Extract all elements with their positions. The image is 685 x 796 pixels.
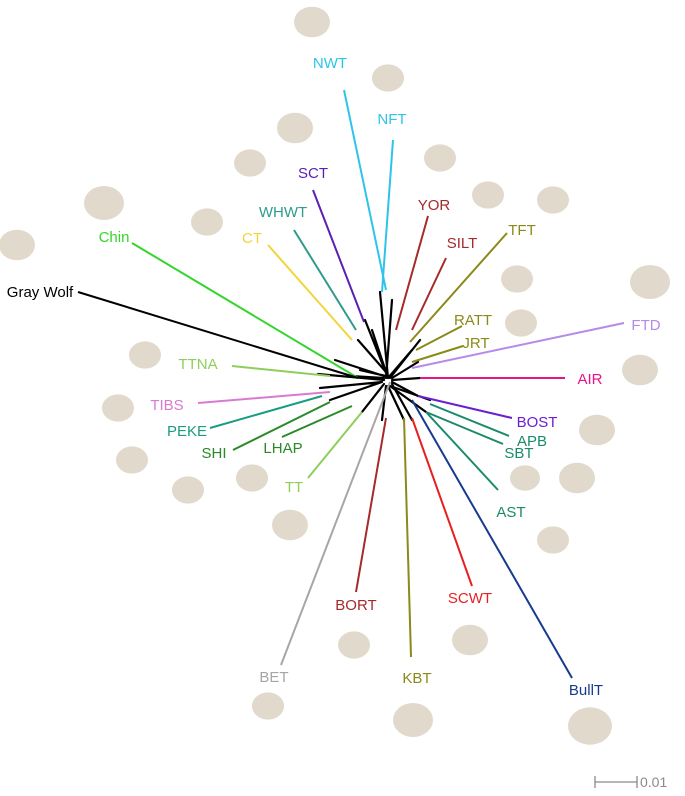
taxon-label-nft: NFT [377,111,406,128]
dog-photo-icon [102,394,134,422]
taxon-label-whwt: WHWT [259,204,307,221]
taxon-label-silt: SILT [447,235,478,252]
dog-photo-icon [277,112,313,144]
taxon-label-ct: CT [242,230,262,247]
dog-photo-icon [630,265,670,299]
dog-photo-icon [272,509,308,541]
branch-ratt [415,325,463,351]
dog-photo-icon [622,354,658,386]
dog-photo-icon [0,229,35,261]
taxon-label-graywolf: Gray Wolf [7,284,74,301]
taxon-label-ttna: TTNA [178,356,217,373]
branch-ast [425,411,499,491]
branch-ftd [411,322,625,369]
tree-backbone [316,290,432,422]
dog-photo-icon [84,186,124,220]
taxon-label-jrt: JRT [462,335,489,352]
branch-bullt [411,399,573,679]
taxon-label-yor: YOR [418,197,451,214]
taxon-label-shi: SHI [201,445,226,462]
branch-nwt [343,89,387,291]
dog-photo-icon [252,692,284,720]
taxon-label-apb: APB [517,433,547,450]
dog-photo-icon [236,464,268,492]
dog-photo-icon [579,414,615,446]
taxon-label-ast: AST [496,504,525,521]
dog-photo-icon [172,476,204,504]
branch-kbt [403,417,412,658]
branch-peke [209,395,323,429]
branch-ct [267,244,353,341]
taxon-label-bost: BOST [517,414,558,431]
dog-photo-icon [393,703,433,737]
dog-photo-icon [505,309,537,337]
dog-photo-icon [234,149,266,177]
taxon-label-tft: TFT [508,222,536,239]
tree-branches [77,89,625,679]
taxon-label-sbt: SBT [504,445,533,462]
branch-sct [312,189,365,323]
dog-photo-icon [452,624,488,656]
dog-photo-icon [372,64,404,92]
scale-bar-label: 0.01 [640,774,667,790]
taxon-label-bullt: BullT [569,682,603,699]
branch-scwt [411,417,473,587]
taxon-label-tt: TT [285,479,303,496]
dog-photo-icon [116,446,148,474]
taxon-label-ratt: RATT [454,312,492,329]
dog-photo-icon [559,462,595,494]
dog-photo-placeholders [0,6,670,745]
branch-silt [411,257,447,331]
dog-photo-icon [338,631,370,659]
dog-photo-icon [424,144,456,172]
taxon-label-nwt: NWT [313,55,347,72]
branch-shi [232,401,331,451]
dog-photo-icon [294,6,330,38]
branch-tibs [197,391,331,404]
branch-lhap [281,405,353,438]
branch-apb [429,403,510,437]
branch-yor [395,215,429,331]
branch-nft [381,139,394,293]
taxon-label-air: AIR [577,371,602,388]
branch-whwt [293,229,357,331]
branch-bort [355,417,387,593]
dog-photo-icon [537,186,569,214]
dog-photo-icon [568,707,612,745]
dog-photo-icon [472,181,504,209]
taxon-label-bet: BET [259,669,288,686]
branch-chin [131,242,359,379]
branch-tft [409,232,508,343]
dog-photo-icon [537,526,569,554]
branch-bet [280,381,391,666]
taxon-label-sct: SCT [298,165,328,182]
taxon-label-chin: Chin [99,229,130,246]
branch-graywolf [77,291,359,379]
taxon-label-kbt: KBT [402,670,431,687]
taxon-label-ftd: FTD [631,317,660,334]
dog-photo-icon [129,341,161,369]
taxon-label-bort: BORT [335,597,376,614]
taxon-label-tibs: TIBS [150,397,183,414]
dog-photo-icon [191,208,223,236]
taxon-label-scwt: SCWT [448,590,492,607]
taxon-label-peke: PEKE [167,423,207,440]
taxon-label-lhap: LHAP [263,440,302,457]
branch-tt [307,411,363,479]
branch-sbt [425,411,504,445]
branch-jrt [411,345,464,363]
dog-photo-icon [501,265,533,293]
scale-bar: 0.01 [594,774,667,790]
branch-bost [417,395,513,419]
dog-photo-icon [510,465,540,491]
branch-ttna [231,365,331,377]
